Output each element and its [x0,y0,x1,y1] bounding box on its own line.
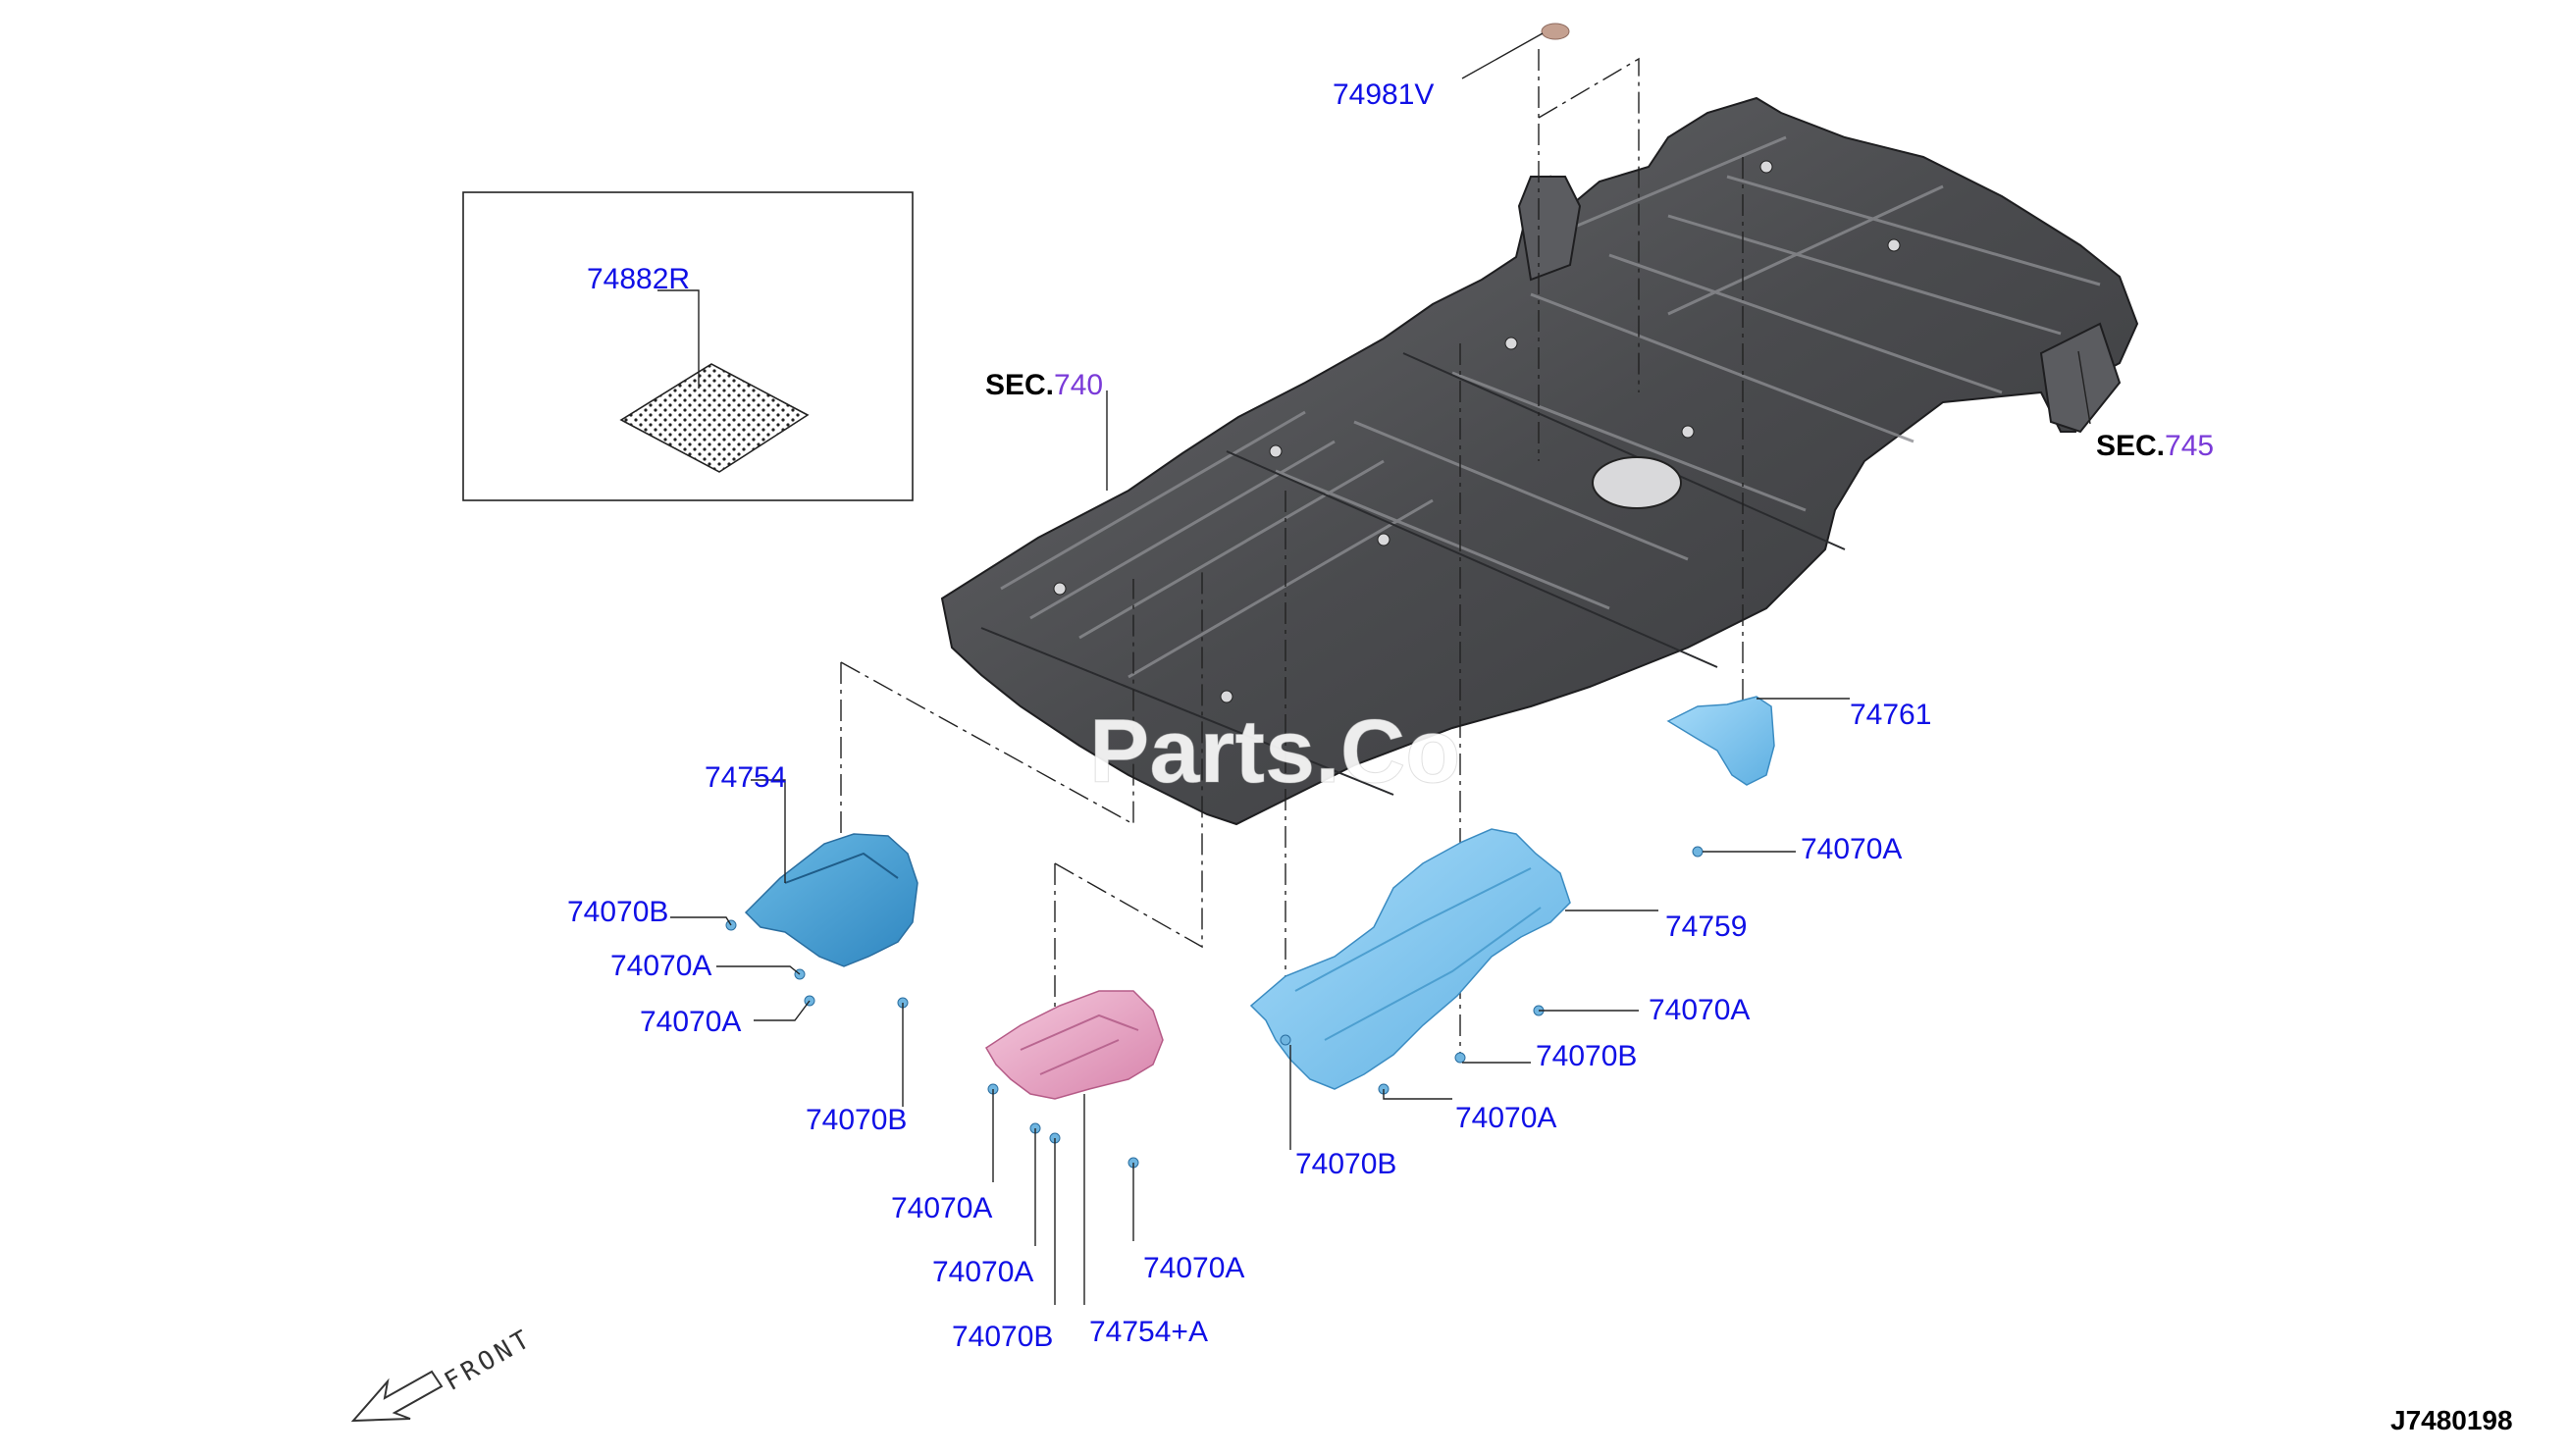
floor-rib [1451,371,1807,512]
floor-panel-body [940,96,2139,826]
callout-74070B[interactable]: 74070B [1536,1040,1638,1072]
floor-rib [1353,420,1689,561]
leader-74754 [751,779,786,883]
callout-74070B[interactable]: 74070B [1295,1148,1397,1180]
floor-spare-well [1592,456,1682,509]
clip-74070A[interactable] [1692,846,1704,858]
install-line [1538,57,1640,392]
insulator-74754A-body [984,990,1164,1100]
floor-rear-bracket [2039,322,2122,434]
floor-rib [1726,175,2101,286]
callout-74070A[interactable]: 74070A [1143,1252,1245,1284]
floor-crossmember [1402,352,1846,550]
leader-sec-745 [2077,350,2091,425]
floor-hole [1053,582,1067,596]
leader-74981V [1461,32,1544,79]
part-74882R-sheet[interactable] [619,363,810,473]
callout-74070B[interactable]: 74070B [567,896,669,928]
section-number: 745 [2165,430,2215,462]
callout-74070A[interactable]: 74070A [1455,1102,1557,1134]
leader-74882R [657,289,700,389]
floor-rib [1275,469,1610,610]
inset-frame [462,191,914,501]
insulator-74761-body [1666,696,1775,786]
callout-74754A[interactable]: 74754+A [1089,1316,1208,1348]
watermark: Parts.Co [1088,702,1461,802]
insulator-74754-fold [784,852,899,884]
callout-74882R[interactable]: 74882R [587,263,691,295]
diagram-id: J7480198 [2390,1405,2513,1435]
floor-crossmember [1226,450,1718,668]
floor-panel[interactable] [940,96,2139,826]
callout-74070A[interactable]: 74070A [1801,833,1903,865]
leader-74070B-a [670,916,732,926]
part-74754A-insulator[interactable] [984,990,1164,1100]
install-line [840,579,1134,826]
floor-hole [1269,444,1283,458]
floor-hole [1887,238,1901,252]
insulator-74754A-ridge [1020,1014,1139,1051]
callout-74754[interactable]: 74754 [705,761,787,794]
part-74761-insulator[interactable] [1666,696,1850,786]
floor-rib [1667,184,1944,316]
section-number: 740 [1054,369,1104,401]
floor-rib [1078,459,1385,640]
floor-rib [1128,498,1434,679]
insulator-74759-crease [1324,907,1542,1041]
callout-74759[interactable]: 74759 [1665,910,1748,943]
floor-rib [1608,253,2003,394]
insulator-74754A-ridge [1039,1039,1120,1075]
front-arrow-icon [350,1370,444,1423]
floor-hole [1759,160,1773,174]
callout-74070A[interactable]: 74070A [640,1006,742,1038]
part-74981V-pad[interactable] [1541,23,1570,40]
insulator-74759-crease [1294,867,1532,992]
floor-hole [1504,337,1518,350]
floor-crossmember [980,627,1394,796]
clip-74070B[interactable] [1280,1034,1291,1046]
floor-rib [1667,214,2062,336]
inset-box [462,191,914,501]
floor-tunnel-bracket [1517,176,1582,282]
section-prefix: SEC. [985,369,1055,401]
callout-74070A[interactable]: 74070A [1649,994,1751,1026]
floor-rib [1530,292,1914,443]
insulator-74759-body [1249,828,1571,1090]
floor-hole [1377,533,1390,546]
section-ref-740[interactable]: SEC.740 [985,371,1103,400]
callout-74981V[interactable]: 74981V [1333,78,1435,111]
leader-74070A-a [716,965,801,975]
section-ref-745[interactable]: SEC.745 [2096,432,2214,461]
clip-74070B[interactable] [1454,1052,1466,1064]
callout-74070B[interactable]: 74070B [952,1321,1054,1353]
floor-hole [1681,425,1695,439]
part-74759-insulator[interactable] [1249,828,1571,1090]
callout-74070B[interactable]: 74070B [806,1104,908,1136]
section-prefix: SEC. [2096,430,2166,462]
callout-74070A[interactable]: 74070A [932,1256,1034,1288]
callout-74070A[interactable]: 74070A [610,950,712,982]
callout-74761[interactable]: 74761 [1850,699,1932,731]
install-line [1054,569,1203,949]
insulator-74754-body [744,833,918,967]
leader-74070A-b [754,1000,811,1021]
part-74754-insulator[interactable] [744,833,918,967]
floor-hole [1220,690,1233,703]
floor-rib [1029,440,1336,620]
leader-74070A-f [1383,1089,1452,1100]
callout-74070A[interactable]: 74070A [891,1192,993,1224]
floor-rib [1000,410,1306,591]
